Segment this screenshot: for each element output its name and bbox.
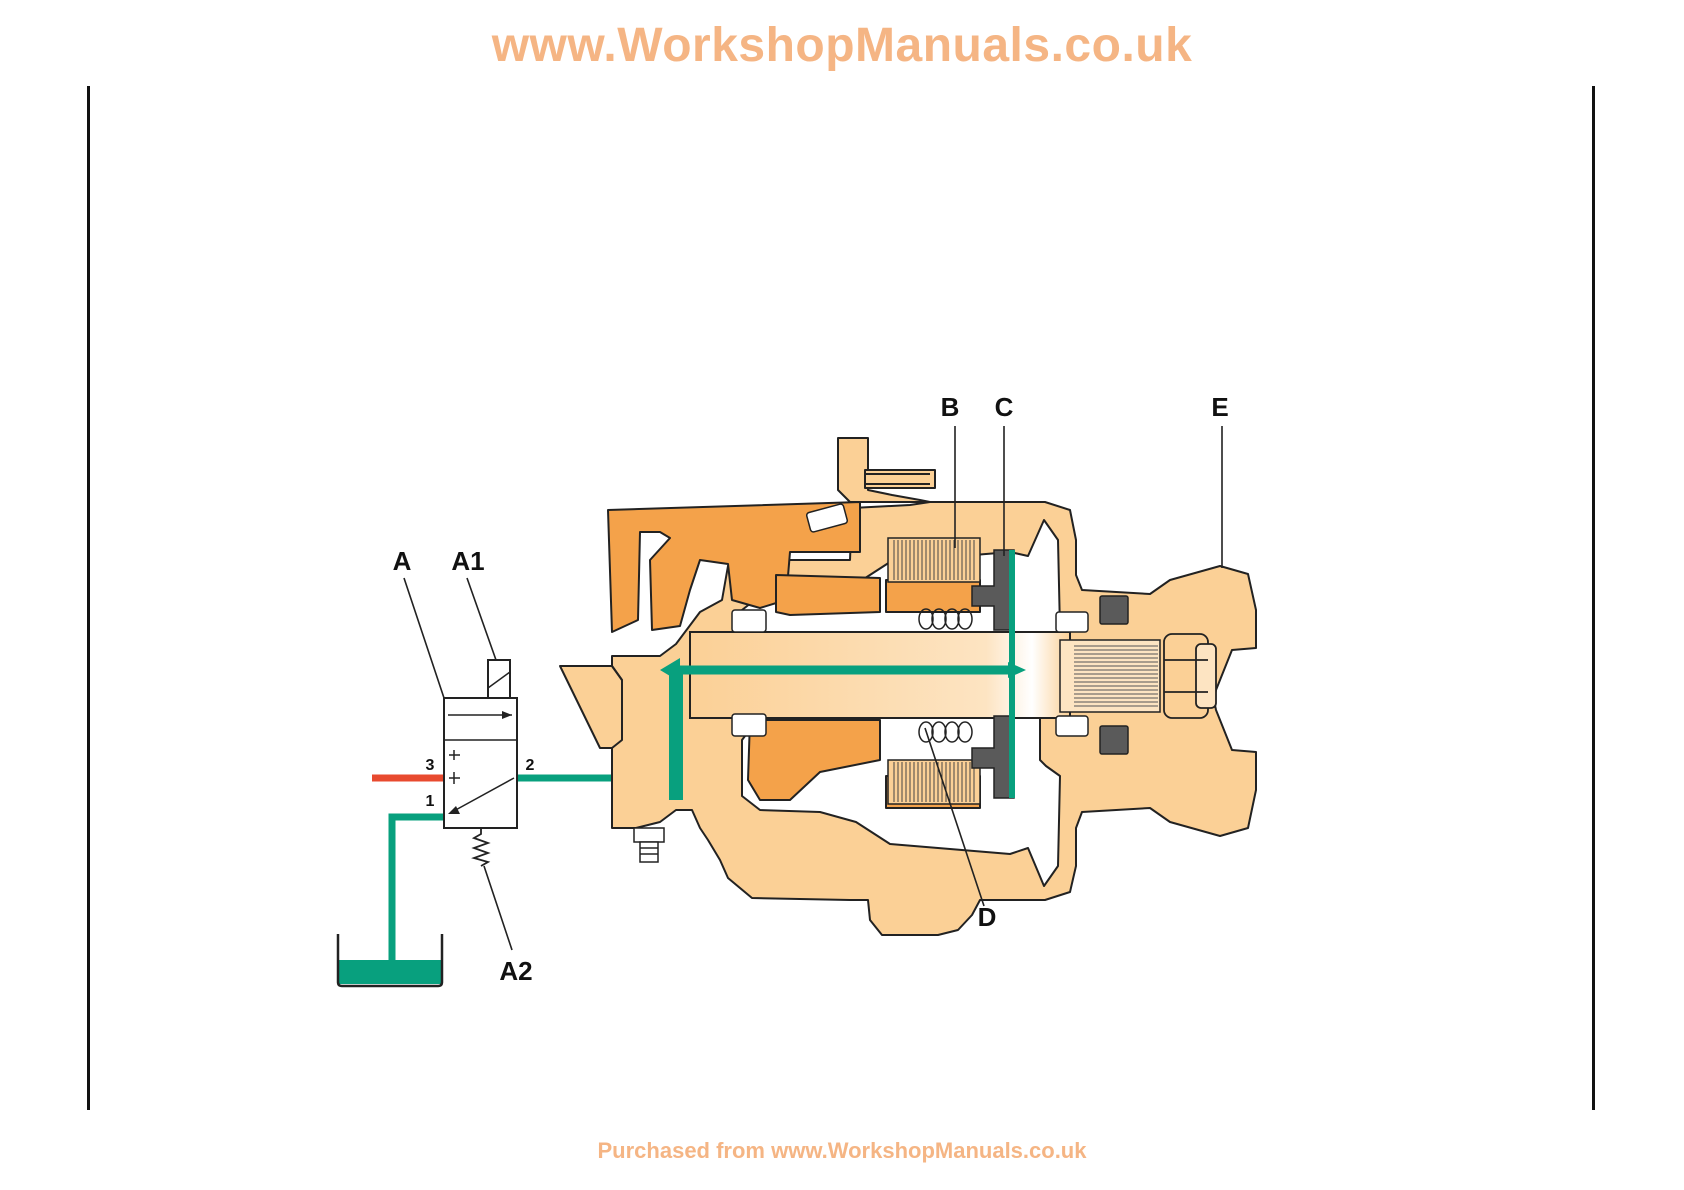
output-flange-nut [1164,634,1216,718]
label-D: D [978,902,997,932]
label-B: B [941,392,960,422]
label-A2: A2 [499,956,532,986]
solenoid-valve [444,660,517,866]
label-E: E [1211,392,1228,422]
label-C: C [995,392,1014,422]
port-1-label: 1 [426,793,435,810]
shaft-end [1060,640,1160,712]
label-A1: A1 [451,546,484,576]
footer-purchased-note: Purchased from www.WorkshopManuals.co.uk [0,1138,1684,1164]
port-3-label: 3 [426,757,435,774]
return-spring [474,828,488,866]
solenoid-coil [488,660,510,698]
drain-plug [634,828,664,862]
port-2-label: 2 [526,757,535,774]
label-A: A [393,546,412,576]
